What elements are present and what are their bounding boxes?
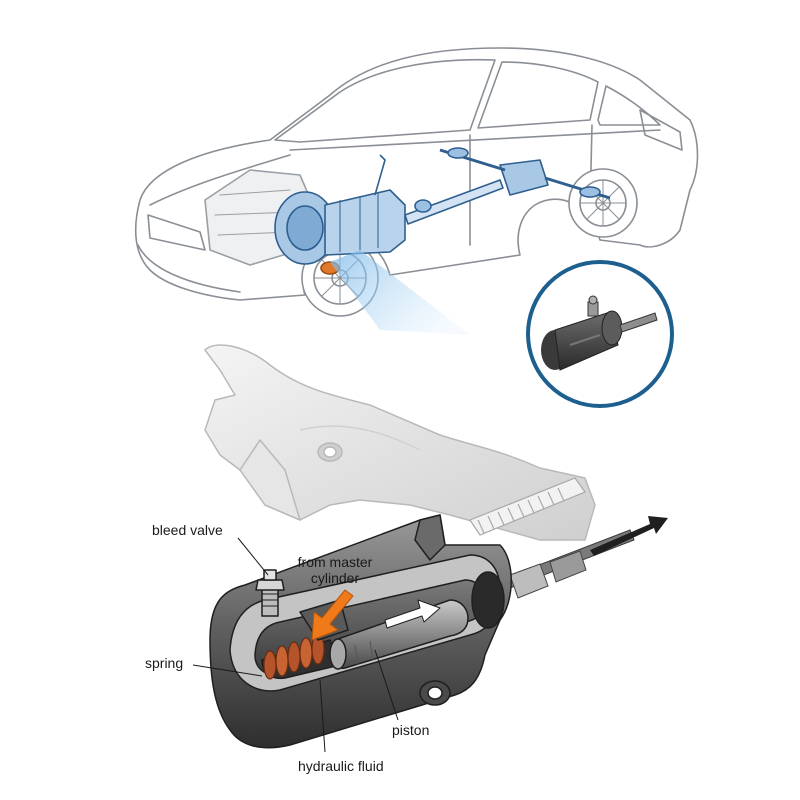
label-bleed-valve: bleed valve: [152, 522, 223, 538]
shift-lever: [374, 154, 386, 196]
leader-hydraulic-fluid: [319, 679, 326, 753]
clutch-fork: [204, 344, 596, 541]
spring: [263, 633, 325, 680]
car-side-window-rear: [597, 85, 661, 126]
label-from-master-line2: cylinder: [310, 570, 360, 586]
highlight-glow: [330, 250, 470, 335]
bleed-valve: [255, 569, 285, 617]
car-front-bumper: [137, 244, 241, 293]
rear-wheel: [568, 168, 638, 238]
leader-bleed-valve: [237, 537, 269, 576]
fluid-inlet-arrow-icon: [311, 589, 354, 641]
car-rear-lamp: [639, 109, 683, 151]
mounting-ear: [414, 514, 446, 561]
leader-piston: [374, 649, 399, 721]
car-grille: [147, 214, 206, 251]
drivetrain: [274, 147, 611, 275]
pushrod: [499, 516, 668, 599]
rear-differential: [499, 159, 549, 196]
slave-cylinder-photo: [526, 260, 674, 408]
label-piston: piston: [392, 722, 430, 738]
label-from-master-cylinder: from master cylinder: [290, 554, 380, 586]
slave-cylinder-cutaway: [209, 514, 512, 749]
output-arrow-icon: [590, 516, 668, 556]
transmission-case: [324, 189, 406, 256]
label-from-master-line1: from master: [297, 554, 373, 570]
leader-spring: [192, 664, 263, 677]
car-side-window-front: [477, 61, 599, 129]
label-hydraulic-fluid: hydraulic fluid: [298, 758, 384, 774]
return-spring: [469, 477, 586, 536]
driveshaft: [404, 179, 504, 225]
leader-lines: [192, 537, 399, 753]
rubber-boot: [471, 571, 505, 629]
piston-motion-arrow-icon: [384, 599, 441, 629]
car-hood-line: [149, 154, 291, 206]
car-windshield: [274, 58, 496, 143]
label-spring: spring: [145, 655, 184, 671]
car-belt-line: [289, 129, 661, 151]
